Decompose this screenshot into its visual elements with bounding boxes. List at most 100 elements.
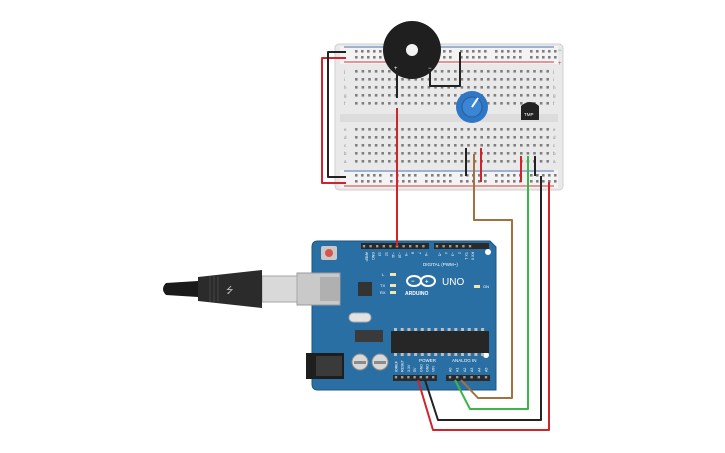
breadboard-hole[interactable]: [466, 50, 469, 53]
breadboard-hole[interactable]: [390, 174, 393, 177]
breadboard-hole[interactable]: [394, 160, 398, 163]
header-pin-hole[interactable]: [435, 245, 439, 248]
breadboard-hole[interactable]: [546, 86, 549, 89]
breadboard-hole[interactable]: [388, 78, 391, 81]
breadboard-hole[interactable]: [539, 70, 543, 73]
breadboard-hole[interactable]: [539, 78, 543, 81]
breadboard-hole[interactable]: [454, 160, 457, 163]
breadboard-hole[interactable]: [425, 174, 428, 177]
header-pin-hole[interactable]: [394, 376, 398, 379]
breadboard-hole[interactable]: [361, 160, 365, 163]
breadboard-hole[interactable]: [506, 144, 510, 147]
breadboard-hole[interactable]: [493, 144, 497, 147]
breadboard-hole[interactable]: [501, 180, 504, 183]
breadboard-hole[interactable]: [427, 136, 431, 139]
breadboard-hole[interactable]: [427, 128, 431, 131]
breadboard-hole[interactable]: [546, 128, 549, 131]
breadboard-hole[interactable]: [394, 152, 398, 155]
breadboard-hole[interactable]: [480, 136, 483, 139]
breadboard-hole[interactable]: [421, 160, 424, 163]
breadboard-hole[interactable]: [381, 128, 384, 131]
breadboard-hole[interactable]: [513, 136, 516, 139]
breadboard-hole[interactable]: [361, 50, 364, 53]
breadboard-hole[interactable]: [355, 78, 358, 81]
breadboard-hole[interactable]: [539, 152, 543, 155]
breadboard-hole[interactable]: [434, 94, 437, 97]
breadboard-hole[interactable]: [460, 78, 464, 81]
header-pin-hole[interactable]: [402, 245, 405, 248]
breadboard-hole[interactable]: [519, 56, 522, 59]
breadboard-hole[interactable]: [554, 180, 557, 183]
breadboard-hole[interactable]: [437, 174, 440, 177]
breadboard-hole[interactable]: [536, 56, 539, 59]
breadboard-hole[interactable]: [394, 144, 398, 147]
breadboard-hole[interactable]: [487, 136, 490, 139]
breadboard-hole[interactable]: [447, 136, 450, 139]
breadboard-hole[interactable]: [390, 180, 393, 183]
breadboard-hole[interactable]: [407, 152, 411, 155]
breadboard-hole[interactable]: [506, 94, 510, 97]
breadboard-hole[interactable]: [447, 94, 450, 97]
breadboard-hole[interactable]: [408, 174, 411, 177]
breadboard-hole[interactable]: [374, 152, 378, 155]
breadboard-hole[interactable]: [408, 180, 411, 183]
breadboard-hole[interactable]: [520, 78, 523, 81]
breadboard-hole[interactable]: [434, 144, 437, 147]
breadboard-hole[interactable]: [487, 94, 490, 97]
breadboard-hole[interactable]: [506, 102, 510, 105]
breadboard-hole[interactable]: [484, 50, 487, 53]
breadboard-hole[interactable]: [539, 136, 543, 139]
breadboard-hole[interactable]: [355, 50, 358, 53]
breadboard-hole[interactable]: [361, 94, 365, 97]
breadboard-hole[interactable]: [394, 94, 398, 97]
breadboard-hole[interactable]: [449, 50, 452, 53]
breadboard-hole[interactable]: [478, 56, 481, 59]
breadboard-hole[interactable]: [414, 144, 417, 147]
wire-5v-rail[interactable]: [417, 182, 550, 431]
breadboard-hole[interactable]: [421, 152, 424, 155]
breadboard-hole[interactable]: [421, 102, 424, 105]
breadboard-hole[interactable]: [467, 70, 470, 73]
breadboard-hole[interactable]: [443, 56, 446, 59]
breadboard-hole[interactable]: [548, 50, 551, 53]
breadboard-hole[interactable]: [355, 128, 358, 131]
breadboard-hole[interactable]: [401, 86, 404, 89]
header-pin-hole[interactable]: [362, 245, 366, 248]
breadboard-hole[interactable]: [373, 180, 376, 183]
breadboard-hole[interactable]: [379, 174, 382, 177]
breadboard-hole[interactable]: [373, 174, 376, 177]
breadboard-hole[interactable]: [460, 128, 464, 131]
breadboard-hole[interactable]: [495, 180, 498, 183]
wire-temp-to-a0[interactable]: [454, 156, 529, 410]
breadboard-hole[interactable]: [530, 50, 533, 53]
breadboard-hole[interactable]: [381, 152, 384, 155]
breadboard-hole[interactable]: [427, 86, 431, 89]
breadboard-hole[interactable]: [467, 160, 470, 163]
breadboard-hole[interactable]: [478, 174, 481, 177]
breadboard-hole[interactable]: [381, 144, 384, 147]
breadboard-hole[interactable]: [460, 174, 463, 177]
breadboard-hole[interactable]: [388, 86, 391, 89]
breadboard-hole[interactable]: [493, 78, 497, 81]
breadboard-hole[interactable]: [526, 152, 530, 155]
wire-rail-minus-jumper[interactable]: [327, 51, 346, 178]
breadboard-hole[interactable]: [478, 50, 481, 53]
header-pin-hole[interactable]: [369, 245, 372, 248]
breadboard-hole[interactable]: [427, 78, 431, 81]
breadboard-hole[interactable]: [361, 56, 364, 59]
breadboard-hole[interactable]: [447, 144, 450, 147]
breadboard-hole[interactable]: [500, 86, 503, 89]
breadboard-hole[interactable]: [500, 78, 503, 81]
breadboard-hole[interactable]: [507, 180, 510, 183]
breadboard-hole[interactable]: [530, 56, 533, 59]
header-pin-hole[interactable]: [456, 376, 459, 379]
breadboard-hole[interactable]: [467, 144, 470, 147]
breadboard-hole[interactable]: [493, 160, 497, 163]
breadboard-hole[interactable]: [368, 152, 371, 155]
breadboard-hole[interactable]: [506, 160, 510, 163]
breadboard-hole[interactable]: [407, 102, 411, 105]
breadboard-hole[interactable]: [407, 136, 411, 139]
breadboard-hole[interactable]: [379, 180, 382, 183]
breadboard-hole[interactable]: [425, 180, 428, 183]
